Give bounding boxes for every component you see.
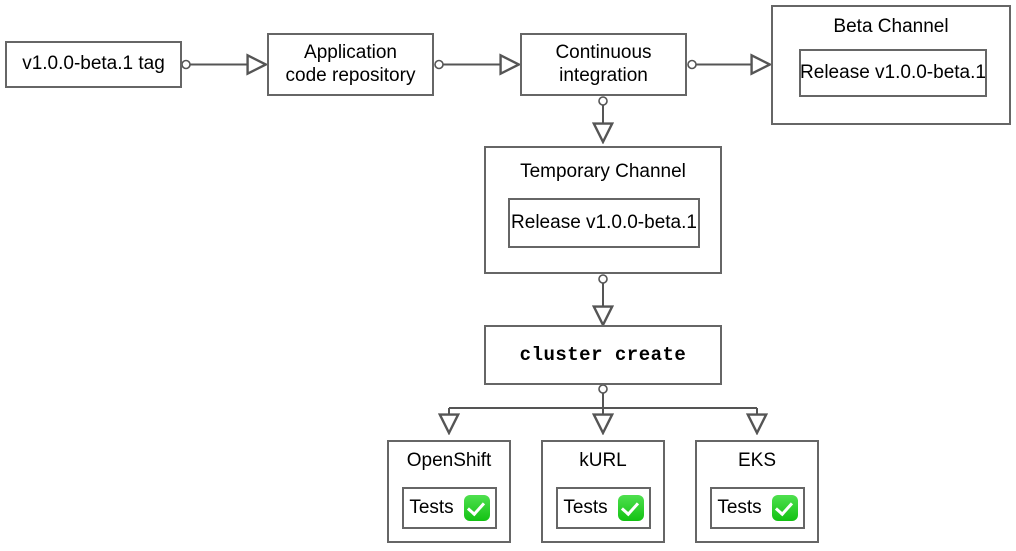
group-beta-channel[interactable]: Beta Channel Release v1.0.0-beta.1 [771, 5, 1011, 125]
kurl-tests-label: Tests [563, 497, 608, 518]
temporary-channel-release-box[interactable]: Release v1.0.0-beta.1 [508, 198, 700, 248]
beta-channel-release-box[interactable]: Release v1.0.0-beta.1 [799, 49, 987, 97]
group-beta-channel-title: Beta Channel [833, 16, 949, 37]
group-target-kurl-title: kURL [579, 450, 627, 471]
node-cluster-create[interactable]: cluster create [484, 325, 722, 385]
temporary-channel-release-label: Release v1.0.0-beta.1 [511, 212, 697, 233]
check-mark-button-icon [463, 495, 490, 521]
node-cluster-create-label: cluster create [519, 343, 687, 366]
group-target-kurl[interactable]: kURL Tests [541, 440, 665, 543]
eks-tests-label: Tests [717, 497, 762, 518]
node-application-code-repository[interactable]: Application code repository [267, 33, 434, 96]
openshift-tests-label: Tests [409, 497, 454, 518]
node-continuous-integration-label: Continuous integration [555, 42, 652, 86]
group-target-eks[interactable]: EKS Tests [695, 440, 819, 543]
group-target-openshift[interactable]: OpenShift Tests [387, 440, 511, 543]
openshift-tests-box[interactable]: Tests [402, 487, 497, 529]
check-mark-button-icon [617, 495, 644, 521]
group-temporary-channel-title: Temporary Channel [520, 161, 686, 182]
kurl-tests-box[interactable]: Tests [556, 487, 651, 529]
group-target-eks-title: EKS [737, 450, 777, 471]
node-version-tag-label: v1.0.0-beta.1 tag [22, 53, 165, 75]
check-mark-button-icon [771, 495, 798, 521]
node-application-code-repository-label: Application code repository [285, 42, 416, 86]
node-version-tag[interactable]: v1.0.0-beta.1 tag [5, 41, 182, 88]
beta-channel-release-label: Release v1.0.0-beta.1 [800, 62, 986, 83]
group-target-openshift-title: OpenShift [406, 450, 492, 471]
group-temporary-channel[interactable]: Temporary Channel Release v1.0.0-beta.1 [484, 146, 722, 274]
eks-tests-box[interactable]: Tests [710, 487, 805, 529]
node-continuous-integration[interactable]: Continuous integration [520, 33, 687, 96]
